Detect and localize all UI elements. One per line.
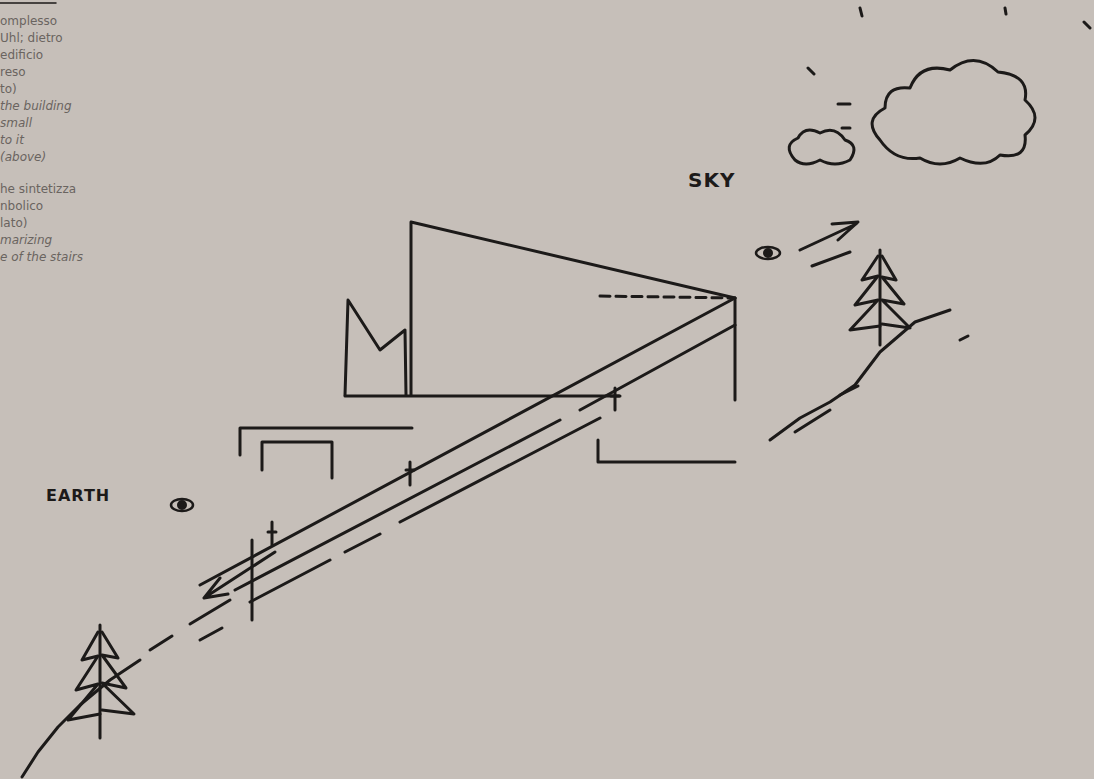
cloud — [789, 130, 854, 164]
caption-text: lato) — [0, 217, 27, 229]
eye — [756, 247, 780, 259]
caption-text: small — [0, 117, 32, 129]
caption-text: marizing — [0, 234, 52, 246]
eye — [179, 502, 186, 509]
shaft-line — [200, 298, 735, 585]
upper-building — [598, 440, 735, 462]
hill-line — [770, 310, 950, 440]
caption-text: nbolico — [0, 200, 43, 212]
caption-text: to) — [0, 83, 17, 95]
tree — [850, 250, 910, 345]
ground-dashes — [150, 600, 230, 650]
folded-roof — [345, 300, 406, 395]
shaft-line — [235, 325, 735, 590]
eye — [765, 250, 772, 257]
hill-dashes — [795, 336, 968, 432]
caption-text: he sintetizza — [0, 183, 76, 195]
caption-text: to it — [0, 134, 24, 146]
caption-text: the building — [0, 100, 72, 112]
caption-text: reso — [0, 66, 26, 78]
caption-text: edificio — [0, 49, 43, 61]
arrow — [800, 222, 858, 266]
tree — [68, 625, 134, 738]
sky-label: SKY — [688, 170, 735, 190]
shaft-line — [250, 418, 600, 602]
caption-text: e of the stairs — [0, 251, 83, 263]
figure — [268, 388, 619, 545]
caption-text: Uhl; dietro — [0, 32, 63, 44]
caption-text: (above) — [0, 151, 46, 163]
upper-building — [345, 222, 735, 400]
roof-dashes — [600, 296, 735, 298]
eye — [171, 499, 193, 511]
sketch-marks — [808, 8, 1090, 128]
arrow — [204, 552, 275, 598]
caption-rule — [0, 2, 56, 4]
earth-label: EARTH — [46, 488, 110, 504]
ground-dashes — [251, 540, 254, 620]
caption-text: omplesso — [0, 15, 57, 27]
lower-building — [240, 428, 412, 478]
cloud — [872, 60, 1035, 164]
